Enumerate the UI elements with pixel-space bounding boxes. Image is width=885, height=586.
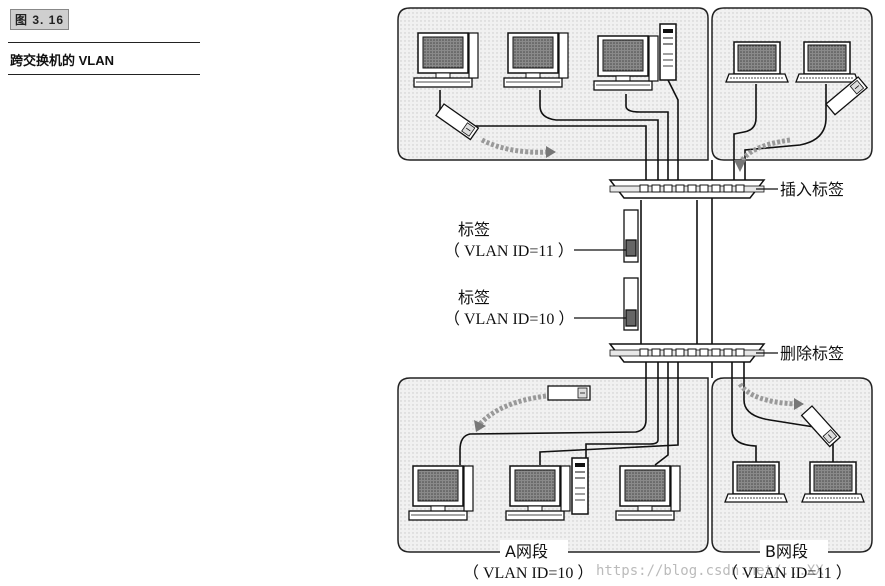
caption-top-rule — [8, 42, 200, 43]
arrow-icon — [734, 160, 746, 172]
arrow-icon — [794, 398, 804, 410]
computer-icon — [413, 32, 479, 88]
packet-icon — [547, 385, 591, 401]
laptop-icon — [725, 41, 789, 83]
tag-upper-title: 标签 — [458, 220, 490, 239]
segment-b-top-region — [711, 7, 873, 161]
tagged-frame-vlan11 — [623, 209, 639, 263]
laptop-icon — [795, 41, 859, 83]
tower-icon — [571, 457, 589, 515]
segment-b-id: （ VLAN ID=11 ） — [722, 564, 852, 582]
computer-icon — [505, 465, 571, 521]
watermark: https://blog.csdn.net/...XX — [596, 563, 824, 579]
tower-icon — [659, 23, 677, 81]
computer-icon — [408, 465, 474, 521]
arrow-icon — [474, 420, 486, 432]
caption-bottom-rule — [8, 74, 200, 75]
bottom-cables — [459, 362, 834, 466]
remove-tag-label: 删除标签 — [780, 344, 844, 363]
tag-lower-title: 标签 — [458, 288, 490, 307]
laptop-icon — [724, 461, 788, 503]
computer-icon — [615, 465, 681, 521]
segment-b-name: B网段 — [765, 542, 808, 561]
tagged-frame-vlan10 — [623, 277, 639, 331]
segment-b-bottom-region — [711, 377, 873, 553]
arrow-icon — [546, 146, 556, 158]
switch-top — [608, 179, 766, 199]
computer-icon — [503, 32, 569, 88]
figure-caption: 跨交换机的 VLAN — [10, 53, 115, 68]
insert-tag-label: 插入标签 — [780, 180, 844, 199]
segment-a-id: （ VLAN ID=10 ） — [463, 564, 593, 582]
laptop-icon — [801, 461, 865, 503]
figure-number: 图 3. 16 — [10, 9, 70, 30]
computer-icon — [593, 35, 659, 91]
tag-upper-id: （ VLAN ID=11 ） — [444, 242, 574, 260]
segment-a-bottom-region — [397, 377, 709, 553]
segment-a-name: A网段 — [505, 542, 548, 561]
tag-lower-id: （ VLAN ID=10 ） — [444, 310, 574, 328]
switch-bottom — [608, 343, 766, 363]
